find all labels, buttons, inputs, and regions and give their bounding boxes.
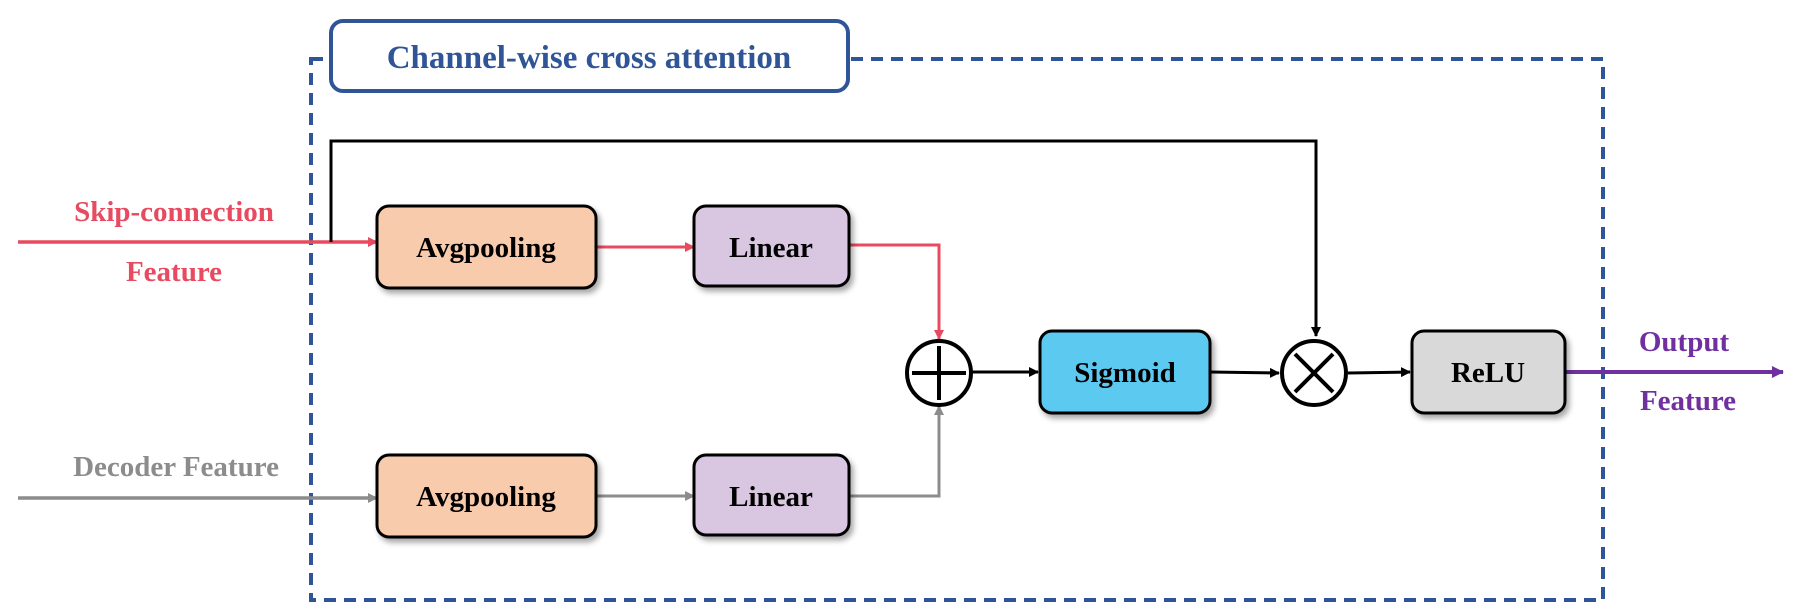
linear-bottom-label: Linear [729, 481, 813, 513]
linear-top-to-add-arrow [849, 243, 944, 340]
element-wise-multiply-icon [1280, 339, 1348, 407]
avgpooling-bottom-label: Avgpooling [416, 481, 556, 513]
skip-bypass-connector [329, 139, 1321, 337]
sigmoid-label: Sigmoid [1074, 357, 1176, 389]
avgpooling-top-label: Avgpooling [416, 232, 556, 264]
linear-block-top: Linear [692, 204, 851, 288]
skip-connection-label: Skip-connection [74, 196, 274, 228]
module-frame [309, 57, 1605, 602]
linear-top-label: Linear [729, 232, 813, 264]
output-label-line2: Feature [1640, 385, 1736, 417]
output-label: Output [1639, 326, 1730, 358]
skip-connection-label-line2: Feature [126, 256, 222, 288]
multiply-to-relu-arrow [1347, 367, 1411, 378]
linear-bottom-to-add-arrow [849, 405, 944, 498]
decoder-feature-label: Decoder Feature [73, 451, 279, 483]
linear-block-bottom: Linear [692, 453, 851, 537]
relu-label: ReLU [1451, 357, 1525, 389]
sigmoid-block: Sigmoid [1038, 329, 1212, 415]
avgpooling-block-bottom: Avgpooling [375, 453, 598, 539]
sigmoid-to-multiply-arrow [1209, 367, 1280, 378]
title-box [329, 19, 850, 93]
avgpooling-block-top: Avgpooling [375, 204, 598, 290]
element-wise-add-icon [905, 339, 973, 407]
module-title: Channel-wise cross attention [387, 40, 792, 76]
relu-block: ReLU [1410, 329, 1567, 415]
